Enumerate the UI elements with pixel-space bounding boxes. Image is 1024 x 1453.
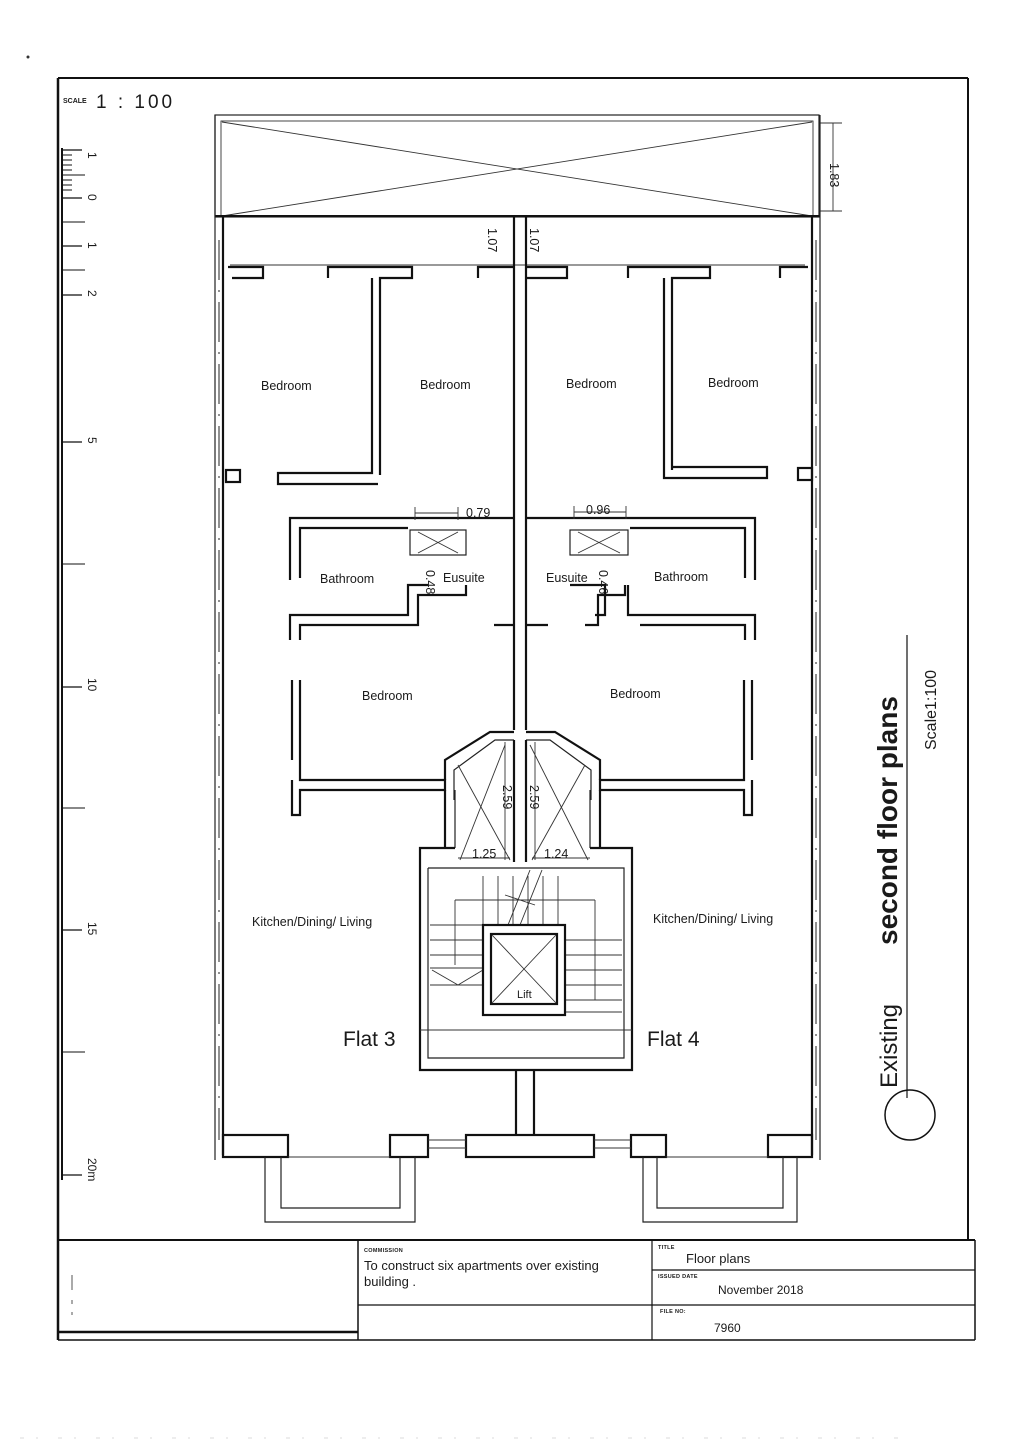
title-label: TITLE [658,1245,675,1251]
stairwell [418,846,634,1072]
ensuite-dimensions: 0.79 0.96 0.48 0.46 [414,503,627,594]
room-label-bedroom: Bedroom [708,376,759,390]
scale-tick-label: 0 [85,194,99,201]
room-label-bedroom: Bedroom [610,687,661,701]
dim-label: 1.07 [485,228,499,252]
file-no-label: FILE NO: [660,1309,686,1315]
dimension-top-right: 1.83 [820,122,842,212]
room-label-bathroom: Bathroom [320,572,374,586]
room-label-kitchen: Kitchen/Dining/ Living [653,912,773,926]
scale-tick-label: 1 [85,152,99,159]
void-area [214,114,820,218]
dim-label: 2.59 [527,785,541,809]
dim-label: 0.79 [466,506,490,520]
drawing-title: Existing second floor plans Scale1:100 [872,635,940,1141]
scale-tick-label: 15 [85,922,99,936]
dim-label: 1.07 [527,228,541,252]
room-label-kitchen: Kitchen/Dining/ Living [252,915,372,929]
issued-date-value: November 2018 [718,1283,804,1297]
scale-bar: 1 0 1 2 5 10 15 20m [61,148,99,1181]
room-label-ensuite: Eusuite [546,571,588,585]
room-label-ensuite: Eusuite [443,571,485,585]
scale-tick-label: 2 [85,290,99,297]
title-block: COMMISSION To construct six apartments o… [58,1239,976,1341]
dim-label: 0.46 [596,570,610,594]
drawing-title-text: second floor plans [872,696,903,945]
dim-label: 2.59 [500,785,514,809]
dim-label: 0.96 [586,503,610,517]
scale-tick-label: 10 [85,678,99,692]
file-no-value: 7960 [714,1321,741,1335]
scale-header-label: SCALE [63,98,87,105]
room-label-bedroom: Bedroom [420,378,471,392]
drawing-title-scale: Scale1:100 [923,670,940,750]
stair-landing [443,730,602,862]
room-label-bedroom: Bedroom [566,377,617,391]
commission-label: COMMISSION [364,1248,403,1254]
sheet-border [26,55,969,1340]
drawing-title-prefix: Existing [876,1004,903,1088]
scale-header-value: 1 : 100 [96,92,175,113]
central-shaft: 1.07 1.07 [485,216,541,730]
scale-tick-label: 5 [85,437,99,444]
dim-label: 1.25 [472,847,496,861]
room-label-bedroom: Bedroom [362,689,413,703]
floor-plan: 1.83 1.07 1.07 [214,114,842,1223]
scale-header: SCALE 1 : 100 [63,92,175,113]
dim-label: 1.83 [827,163,841,187]
title-value: Floor plans [686,1251,751,1266]
dim-label: 0.48 [423,570,437,594]
front-wall [221,1070,814,1223]
commission-text: building . [364,1274,416,1289]
outer-walls [214,115,821,1160]
flat-label-3: Flat 3 [343,1028,396,1051]
flat-label-4: Flat 4 [647,1028,700,1051]
issued-date-label: ISSUED DATE [658,1274,698,1280]
room-label-bedroom: Bedroom [261,379,312,393]
scale-tick-label: 1 [85,242,99,249]
top-wall-stubs [224,265,814,486]
scale-tick-label: 20m [85,1158,99,1181]
room-label-bathroom: Bathroom [654,570,708,584]
commission-text: To construct six apartments over existin… [364,1258,599,1273]
bathroom-band [288,516,757,640]
room-label-lift: Lift [517,989,532,1001]
lower-bedroom-walls [290,680,754,817]
dim-label: 1.24 [544,847,568,861]
